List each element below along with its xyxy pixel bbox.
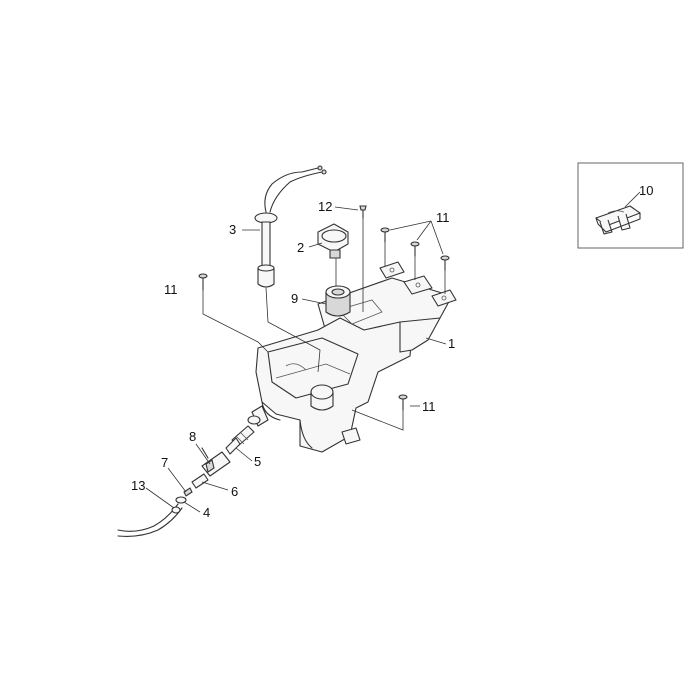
- bolt-part-11-top-2: [410, 241, 420, 257]
- bolt-part-11-top-1: [380, 227, 390, 243]
- callout-5: 5: [254, 454, 261, 469]
- clip-part-10: [595, 205, 641, 235]
- fitting-part-5: [225, 425, 255, 455]
- callout-13: 13: [131, 478, 145, 493]
- callout-9: 9: [291, 291, 298, 306]
- fuel-cap-part-2: [317, 223, 349, 259]
- callout-2: 2: [297, 240, 304, 255]
- filler-neck-part-9: [325, 285, 351, 317]
- callout-8: 8: [189, 429, 196, 444]
- inset-detail-box: 10: [577, 162, 684, 249]
- callout-labels: 3 2 12 11 11 9 1 11 8 5 7 6 13 4: [131, 199, 455, 520]
- callout-11-right: 11: [422, 399, 436, 414]
- callout-4: 4: [203, 505, 210, 520]
- callout-1: 1: [448, 336, 455, 351]
- bolt-part-11-left: [198, 273, 208, 291]
- fuel-hose-part-13: [117, 503, 183, 537]
- clamp-part-4: [175, 496, 187, 504]
- callout-12: 12: [318, 199, 332, 214]
- fuel-valve-part-8: [201, 447, 231, 477]
- bolt-part-11-right: [398, 394, 408, 411]
- screw-part-12: [359, 205, 367, 219]
- callout-7: 7: [161, 455, 168, 470]
- fuel-level-sender-part-3: [254, 165, 327, 288]
- bolt-part-11-top-3: [440, 255, 450, 271]
- clip-part-7: [183, 487, 193, 497]
- callout-10: 10: [639, 183, 653, 198]
- callout-6: 6: [231, 484, 238, 499]
- callout-11-top: 11: [436, 210, 450, 225]
- fuel-tank-part-1: [247, 261, 457, 453]
- clamp-part-6: [191, 473, 209, 489]
- callout-11-left: 11: [164, 282, 178, 297]
- leader-lines: [145, 206, 447, 513]
- callout-3: 3: [229, 222, 236, 237]
